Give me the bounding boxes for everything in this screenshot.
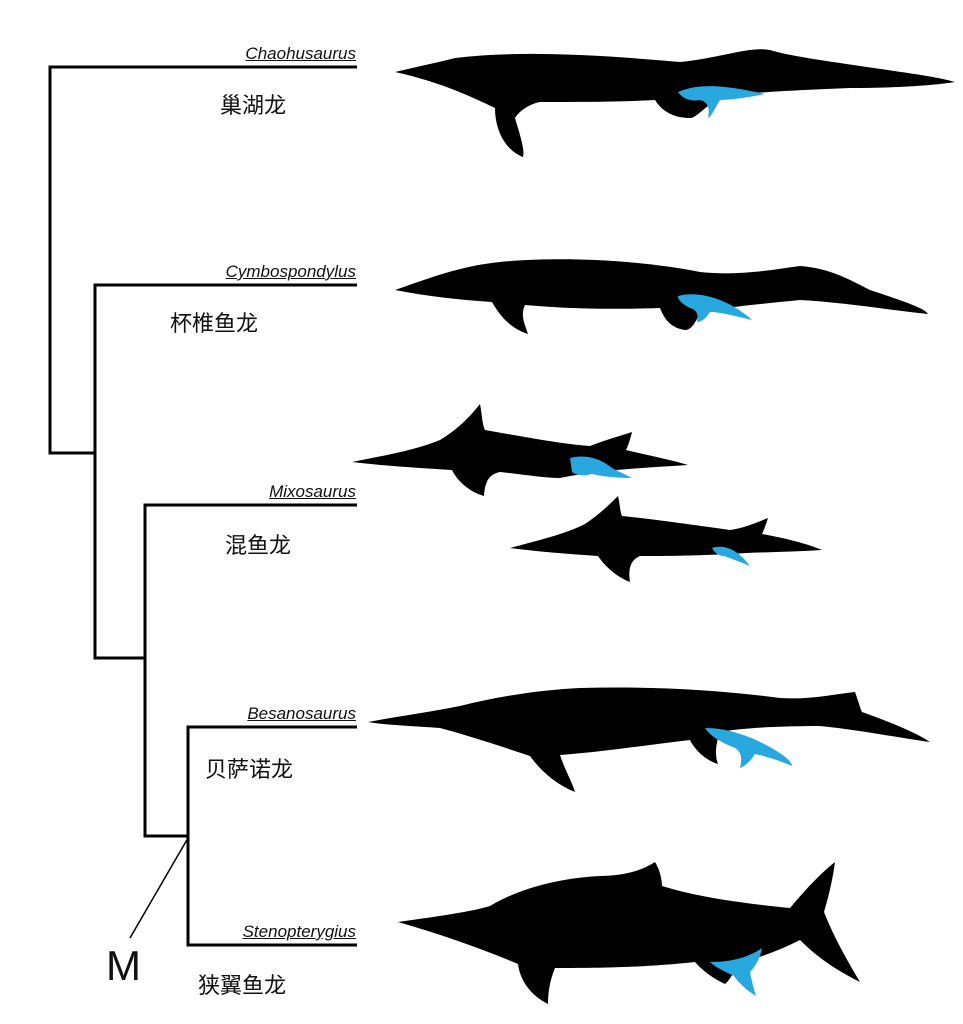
label-chinese-mixosaurus: 混鱼龙 — [225, 533, 292, 558]
label-chinese-besanosaurus: 贝萨诺龙 — [205, 757, 294, 782]
label-latin-cymbospondylus: Cymbospondylus — [225, 262, 356, 281]
silhouette-cymbospondylus — [395, 259, 928, 334]
cladogram — [48, 65, 357, 947]
label-chinese-chaohusaurus: 巢湖龙 — [220, 93, 287, 118]
silhouette-mixosaurus-1 — [352, 404, 688, 496]
label-latin-mixosaurus: Mixosaurus — [269, 482, 356, 501]
label-latin-besanosaurus: Besanosaurus — [247, 704, 356, 723]
silhouette-stenopterygius — [398, 862, 860, 1004]
silhouette-besanosaurus — [368, 687, 930, 792]
branch-chaohusaurus — [48, 65, 357, 455]
node-m-pointer — [129, 837, 189, 939]
branch-besanosaurus — [186, 725, 357, 947]
branch-cymbospondylus — [93, 283, 357, 660]
label-chinese-cymbospondylus: 杯椎鱼龙 — [170, 311, 259, 336]
branch-mixosaurus — [143, 503, 357, 838]
label-chinese-stenopterygius: 狭翼鱼龙 — [198, 973, 287, 998]
label-latin-chaohusaurus: Chaohusaurus — [245, 44, 356, 63]
node-label-m: M — [106, 942, 141, 989]
silhouette-chaohusaurus — [395, 49, 955, 157]
label-latin-stenopterygius: Stenopterygius — [242, 922, 356, 941]
silhouette-mixosaurus-2 — [510, 496, 822, 582]
